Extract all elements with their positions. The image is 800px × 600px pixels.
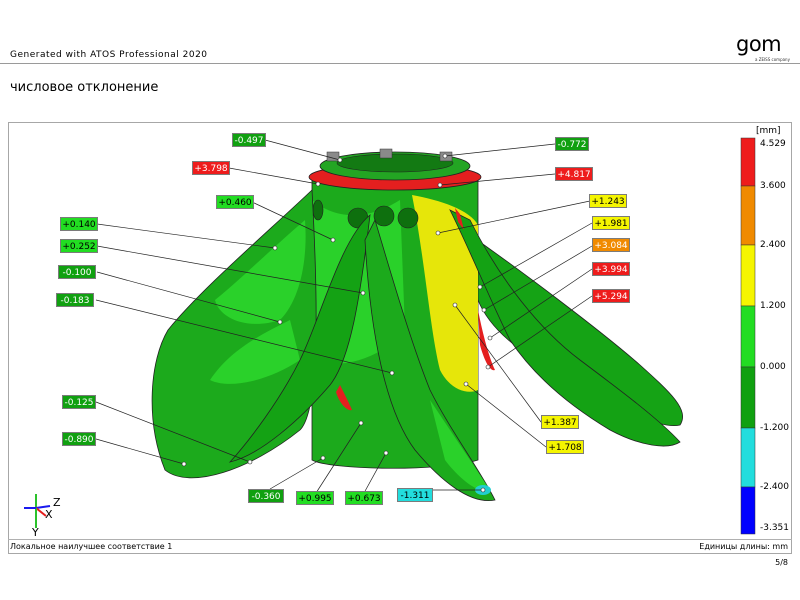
axis-z-label: Z	[53, 496, 61, 509]
logo-subtext: a ZEISS company	[755, 57, 790, 62]
label-deviation-8[interactable]: +1.981	[592, 216, 630, 230]
label-deviation-20[interactable]: +0.995	[296, 491, 334, 505]
scale-tick-7: -2.400	[760, 482, 790, 492]
hotspot-red-2	[336, 385, 352, 411]
scale-tick-min: -3.351	[760, 523, 790, 533]
label-deviation-12[interactable]: +3.994	[592, 262, 630, 276]
blade-front-center	[364, 218, 496, 502]
coordinate-axes-icon	[24, 494, 51, 528]
label-deviation-6[interactable]: +1.243	[589, 194, 627, 208]
blade-left-light-zone	[215, 220, 306, 324]
hotspot-red-1	[478, 310, 495, 371]
axis-x-label: X	[45, 508, 53, 521]
label-deviation-22[interactable]: -1.311	[397, 488, 433, 502]
label-deviation-21[interactable]: +0.673	[345, 491, 383, 505]
scale-tick-5: 0.000	[760, 362, 786, 372]
footer-divider	[8, 539, 792, 540]
blade-left-light-zone-2	[210, 320, 300, 384]
hub-top-inner	[336, 153, 454, 173]
scale-tick-max: 4.529	[760, 139, 786, 149]
label-deviation-3[interactable]: +3.798	[192, 161, 230, 175]
alignment-name: Локальное наилучшее соответствие 1	[10, 542, 173, 551]
label-deviation-1[interactable]: -0.497	[232, 133, 266, 147]
section-title: числовое отклонение	[10, 80, 159, 95]
leader-lines	[95, 139, 593, 494]
label-deviation-11[interactable]: -0.100	[58, 265, 96, 279]
scale-tick-2: 3.600	[760, 181, 786, 191]
label-deviation-14[interactable]: +5.294	[592, 289, 630, 303]
blade-front-right	[449, 209, 681, 447]
label-deviation-13[interactable]: -0.183	[56, 293, 94, 307]
label-deviation-2[interactable]: -0.772	[555, 137, 589, 151]
viewport-panel[interactable]	[8, 122, 792, 554]
label-deviation-16[interactable]: +1.387	[541, 415, 579, 429]
label-deviation-4[interactable]: +4.817	[555, 167, 593, 181]
page-number: 5/8	[775, 558, 788, 567]
hotspot-red-3	[455, 208, 464, 230]
label-deviation-7[interactable]: +0.140	[60, 217, 98, 231]
generated-by-text: Generated with ATOS Professional 2020	[10, 50, 208, 60]
leader-points	[181, 153, 493, 493]
label-deviation-18[interactable]: +1.708	[546, 440, 584, 454]
logo-text: gom	[736, 32, 782, 56]
blade-front-left	[228, 214, 371, 463]
color-scale-bar	[740, 137, 756, 535]
header-divider	[0, 63, 800, 64]
scale-tick-3: 2.400	[760, 240, 786, 250]
scale-tick-4: 1.200	[760, 301, 786, 311]
label-deviation-15[interactable]: -0.125	[62, 395, 96, 409]
label-deviation-9[interactable]: +0.252	[60, 239, 98, 253]
label-deviation-19[interactable]: -0.360	[248, 489, 284, 503]
scale-unit: [mm]	[756, 126, 781, 136]
scale-tick-6: -1.200	[760, 423, 790, 433]
axis-y-label: Y	[32, 526, 39, 539]
label-deviation-5[interactable]: +0.460	[216, 195, 254, 209]
hub-yellow-zone	[412, 195, 478, 392]
label-deviation-10[interactable]: +3.084	[592, 238, 630, 252]
label-deviation-17[interactable]: -0.890	[62, 432, 96, 446]
length-units: Единицы длины: mm	[699, 542, 788, 551]
gom-logo: gom a ZEISS company	[736, 32, 792, 62]
